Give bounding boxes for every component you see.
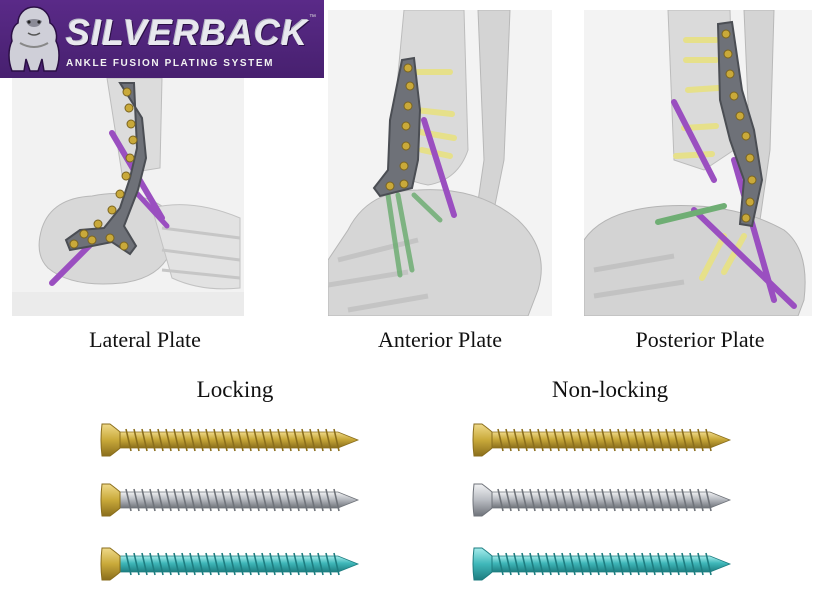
screw-locking-1 (100, 420, 370, 460)
screw-head (472, 423, 493, 457)
screw-non-locking-2 (472, 480, 742, 520)
screw-threads (497, 428, 712, 452)
trademark-symbol: ™ (309, 14, 316, 21)
screw-non-locking-1 (472, 420, 742, 460)
locking-label: Locking (196, 377, 274, 402)
screw-threads (125, 488, 340, 512)
lateral-plate-image (12, 78, 244, 316)
screw-head (100, 547, 121, 581)
screw-threads (497, 488, 712, 512)
screw-head (100, 423, 121, 457)
anterior-plate-image (328, 10, 552, 316)
screw-non-locking-3 (472, 544, 742, 584)
lateral-plate-caption: Lateral Plate (89, 327, 201, 352)
screw-threads (125, 428, 340, 452)
screw-locking-3 (100, 544, 370, 584)
logo-title: SILVERBACK (66, 12, 309, 53)
anterior-plate-caption: Anterior Plate (377, 327, 503, 352)
logo-subtitle: ANKLE FUSION PLATING SYSTEM (66, 58, 275, 69)
screw-threads (497, 552, 712, 576)
non-locking-label: Non-locking (551, 377, 669, 402)
screw-head (472, 547, 493, 581)
screw-head (472, 483, 493, 517)
screw-threads (125, 552, 340, 576)
silverback-logo: SILVERBACK ™ ANKLE FUSION PLATING SYSTEM (0, 0, 324, 78)
posterior-plate-image (584, 10, 812, 316)
screw-head (100, 483, 121, 517)
screw-locking-2 (100, 480, 370, 520)
posterior-plate-caption: Posterior Plate (635, 327, 765, 352)
gorilla-icon (8, 6, 60, 72)
